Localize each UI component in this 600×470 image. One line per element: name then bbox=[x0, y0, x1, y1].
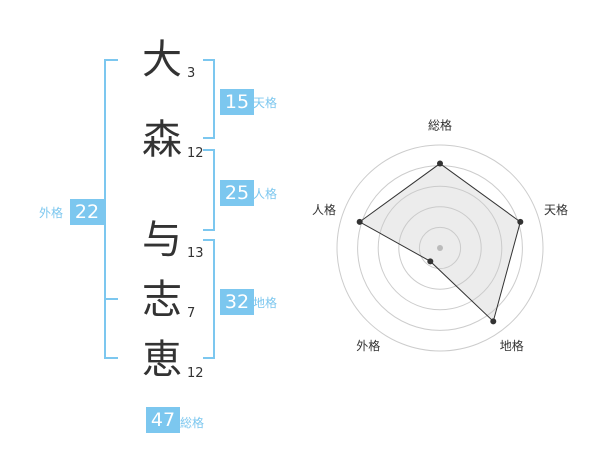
radar-label-人格: 人格 bbox=[312, 202, 336, 217]
tenkaku-bracket-vertical bbox=[213, 59, 215, 139]
jinkaku-bracket-bottom bbox=[203, 229, 215, 231]
tenkaku-bracket-top bbox=[203, 59, 215, 61]
radar-ring bbox=[418, 226, 462, 270]
chikaku-bracket-top bbox=[203, 239, 215, 241]
jinkaku-bracket-vertical bbox=[213, 149, 215, 231]
tenkaku-score: 15 bbox=[220, 89, 254, 115]
radar-ring bbox=[398, 206, 482, 290]
stroke-count-4: 7 bbox=[187, 306, 196, 321]
radar-label-総格: 総格 bbox=[428, 118, 452, 133]
name-char-5: 恵 bbox=[142, 337, 182, 383]
radar-point-天格 bbox=[517, 218, 524, 225]
tenkaku-label: 天格 bbox=[253, 96, 278, 110]
chikaku-label: 地格 bbox=[253, 296, 278, 310]
soukaku-label: 総格 bbox=[180, 416, 205, 430]
tenkaku-bracket-bottom bbox=[203, 137, 215, 139]
chikaku-bracket-vertical bbox=[213, 239, 215, 359]
gaikaku-score: 22 bbox=[70, 199, 104, 225]
radar-label-地格: 地格 bbox=[500, 338, 524, 353]
gaikaku-bracket-mid bbox=[104, 298, 118, 300]
name-char-3: 与 bbox=[142, 217, 182, 263]
radar-ring bbox=[377, 185, 503, 311]
jinkaku-bracket-top bbox=[203, 149, 215, 151]
radar-area bbox=[358, 162, 521, 323]
radar-label-天格: 天格 bbox=[544, 202, 568, 217]
jinkaku-label: 人格 bbox=[253, 187, 278, 201]
radar-label-外格: 外格 bbox=[356, 338, 380, 353]
gaikaku-label: 外格 bbox=[39, 206, 64, 220]
stroke-count-5: 12 bbox=[187, 366, 204, 381]
radar-point-総格 bbox=[437, 160, 443, 167]
soukaku-score: 47 bbox=[146, 407, 180, 433]
gaikaku-bracket-vertical bbox=[104, 59, 106, 359]
chikaku-bracket-bottom bbox=[203, 357, 215, 359]
stroke-count-2: 12 bbox=[187, 146, 204, 161]
name-char-4: 志 bbox=[142, 277, 182, 323]
chikaku-score: 32 bbox=[220, 289, 254, 315]
radar-ring bbox=[336, 144, 544, 352]
radar-point-地格 bbox=[490, 318, 497, 325]
radar-point-外格 bbox=[427, 258, 434, 265]
radar-point-人格 bbox=[356, 218, 363, 225]
name-char-2: 森 bbox=[142, 117, 182, 163]
gaikaku-bracket-bottom bbox=[104, 357, 118, 359]
stroke-count-1: 3 bbox=[187, 66, 196, 81]
name-char-1: 大 bbox=[142, 37, 182, 83]
radar-center-dot bbox=[437, 245, 443, 251]
gaikaku-bracket-top bbox=[104, 59, 118, 61]
jinkaku-score: 25 bbox=[220, 180, 254, 206]
stroke-count-3: 13 bbox=[187, 246, 204, 261]
